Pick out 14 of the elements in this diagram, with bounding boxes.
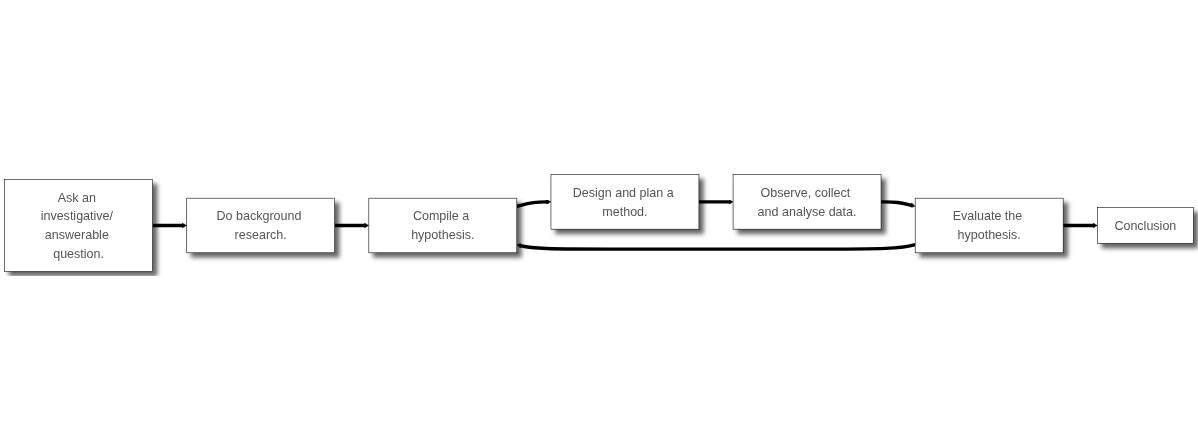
arrow [152,222,187,228]
node-box: Observe, collect and analyse data. [732,174,882,230]
node-box: Conclusion [1097,207,1194,244]
arrow [516,242,916,251]
arrow [516,199,552,208]
arrow [698,199,734,205]
arrow [334,222,370,228]
node-box: Do background research. [186,197,335,253]
arrow [881,200,916,208]
node-box: Design and plan a method. [550,174,700,230]
node-box: Ask an investigative/ answerable question. [4,179,153,272]
node-box: Compile a hypothesis. [368,197,518,253]
arrow [1063,222,1098,228]
node-box: Evaluate the hypothesis. [914,197,1064,253]
